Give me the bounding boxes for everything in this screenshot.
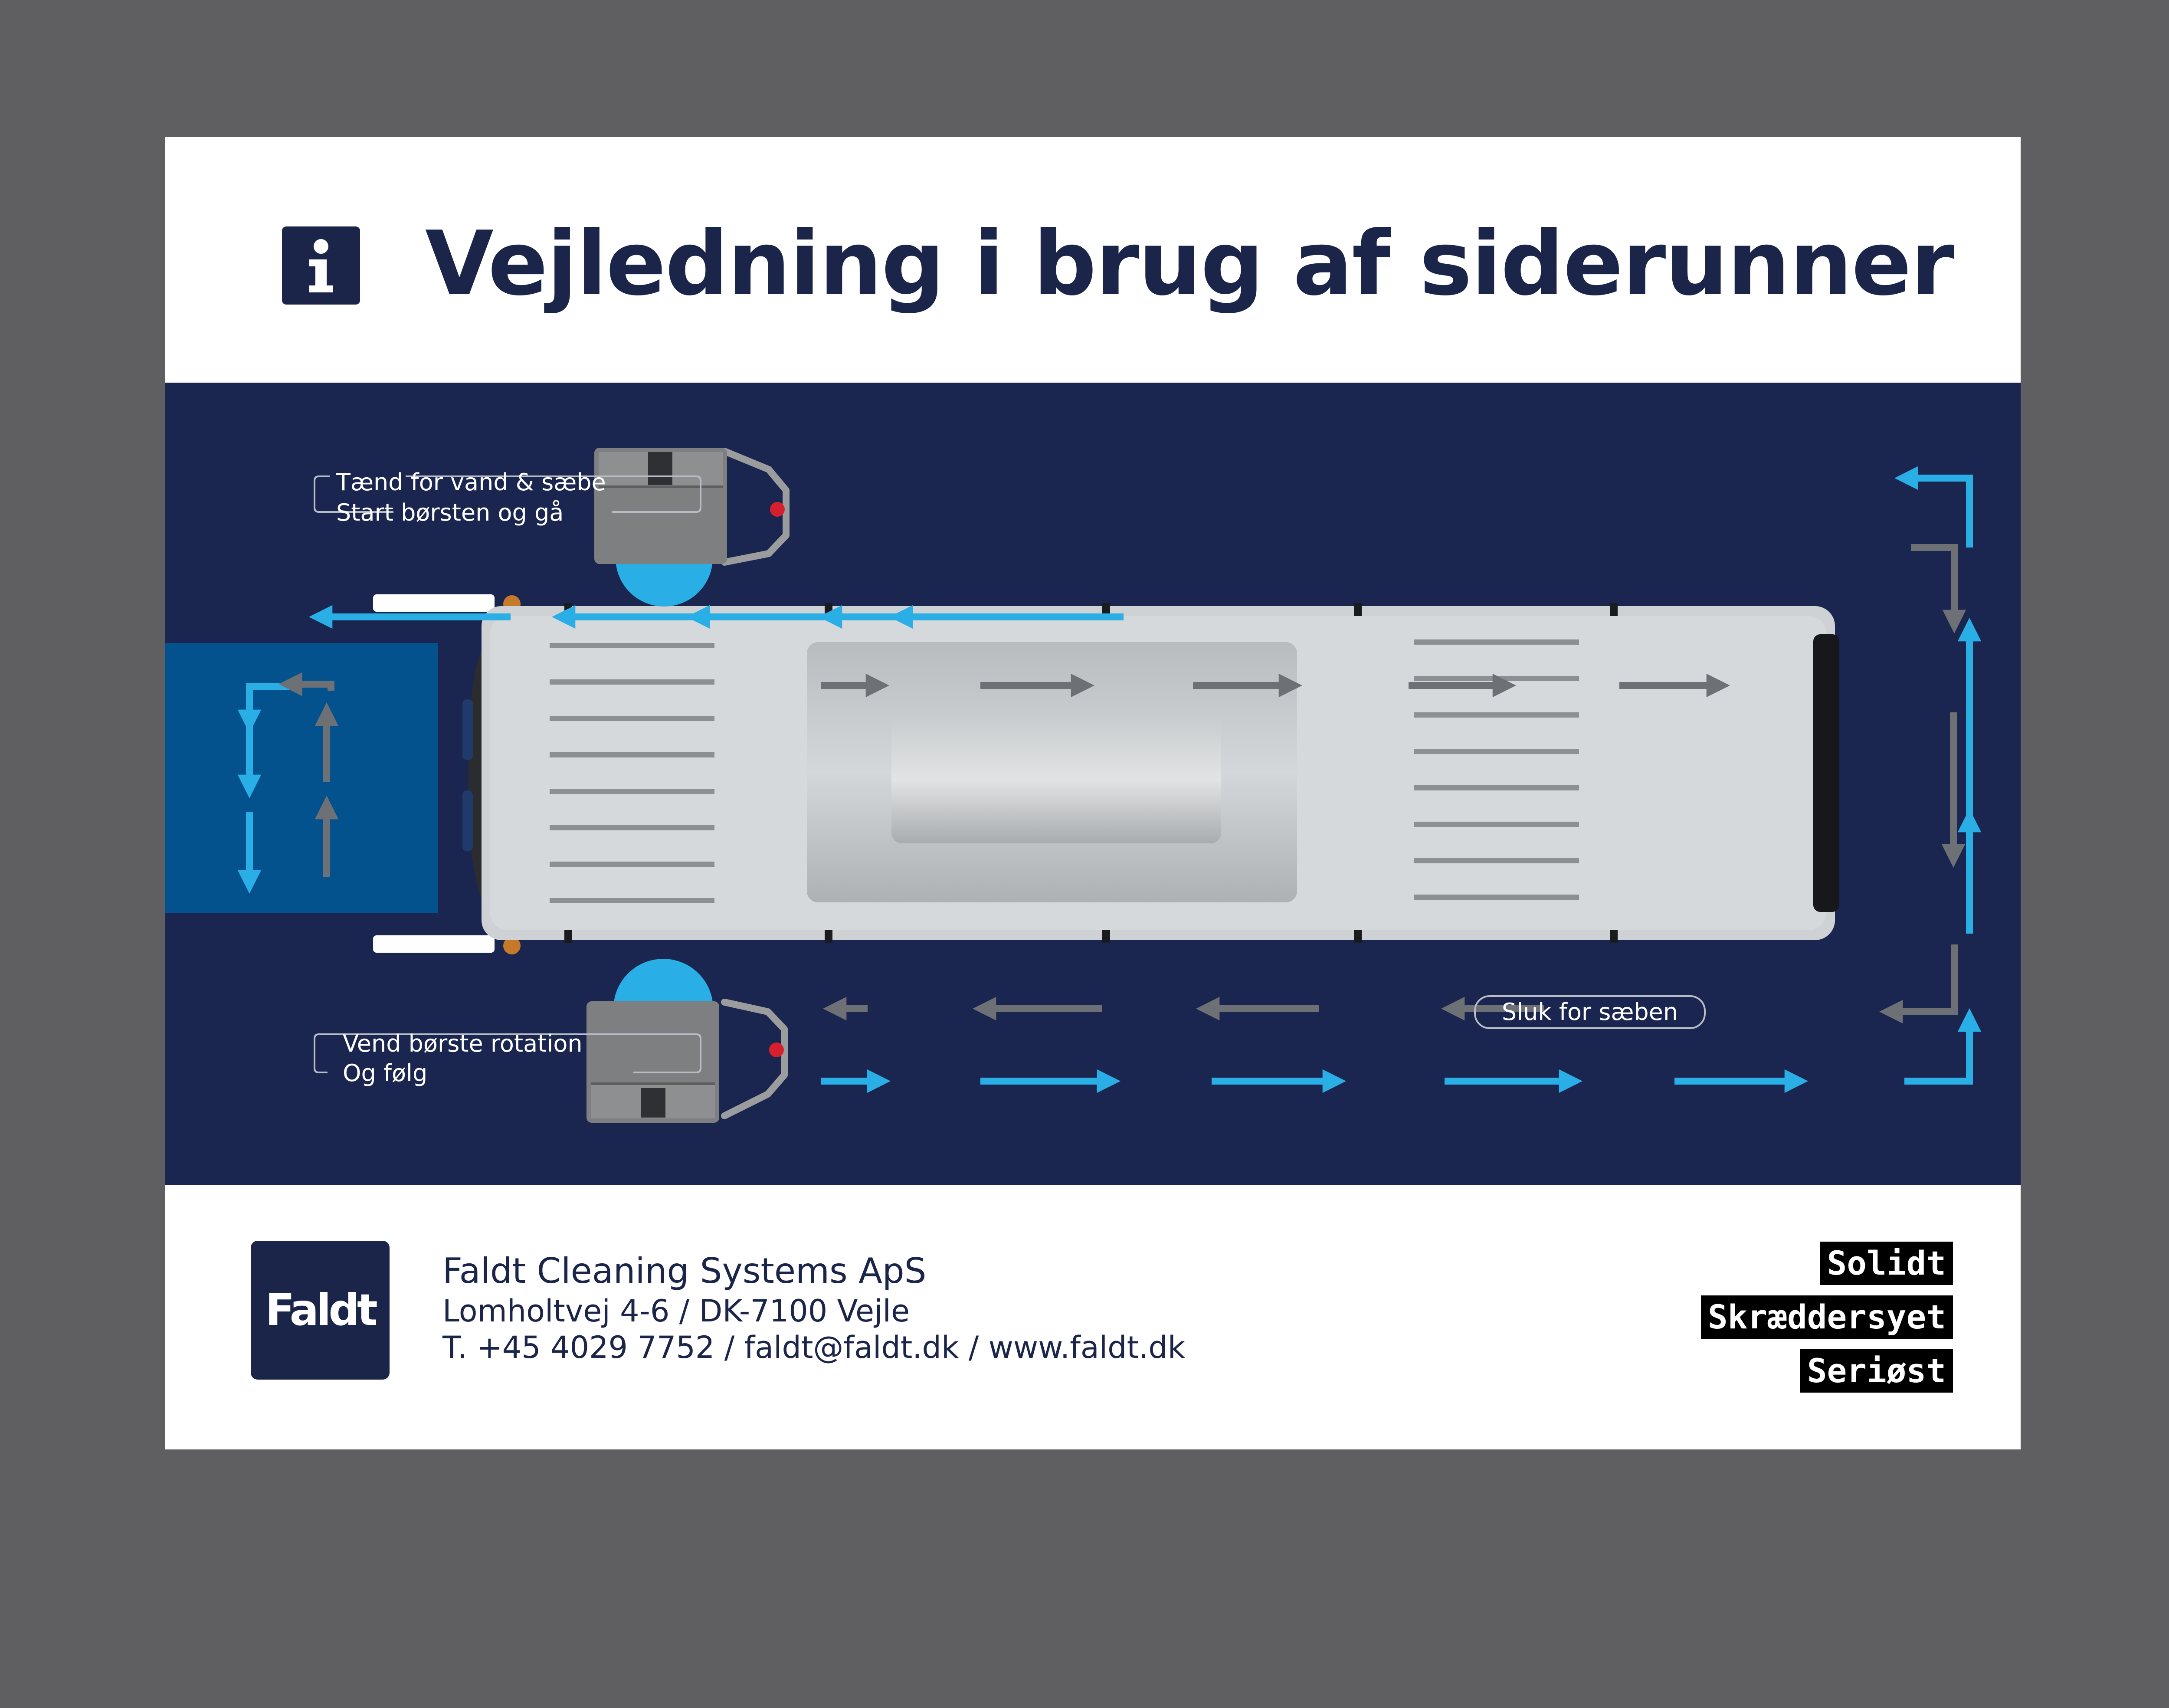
indicator-light-bottom bbox=[769, 1043, 784, 1057]
bus-mirror-top bbox=[373, 594, 495, 612]
bus-roof-vent bbox=[550, 752, 714, 757]
bus-roof-hatch bbox=[891, 715, 1221, 843]
siderunner-machine-bottom bbox=[586, 959, 788, 1123]
bus-roof-vent bbox=[1414, 712, 1579, 718]
rotating-brush-top bbox=[616, 558, 713, 606]
bus-side-marker bbox=[564, 930, 572, 943]
bus-roof-vent bbox=[1414, 639, 1579, 645]
callout-start-line2: Start børsten og gå bbox=[336, 499, 564, 526]
bus-side-marker bbox=[1610, 603, 1618, 616]
tagline-skraeddersyet: Skræddersyet bbox=[1700, 1295, 1953, 1339]
siderunner-handle-bottom bbox=[721, 999, 788, 1119]
callout-soap-off-label: Sluk for sæben bbox=[1502, 998, 1678, 1026]
wiper-bottom bbox=[462, 790, 473, 851]
faldt-logo: Faldt bbox=[251, 1241, 390, 1380]
company-info: Faldt Cleaning Systems ApS Lomholtvej 4-… bbox=[442, 1249, 1185, 1366]
callout-start: Tænd for vand & sæbe Start børsten og gå bbox=[314, 469, 701, 526]
bus-roof-vent bbox=[550, 825, 714, 830]
callout-reverse: Vend børste rotation Og følg bbox=[314, 1030, 701, 1087]
bus-vents-right bbox=[1414, 639, 1579, 900]
siderunner-cap-bottom bbox=[641, 1088, 665, 1118]
bus-roof-vent bbox=[550, 679, 714, 685]
callout-start-line1: Tænd for vand & sæbe bbox=[336, 469, 606, 496]
direction-arrows bbox=[237, 466, 1982, 1093]
direction-arrow bbox=[1894, 466, 1973, 547]
tagline-solidt: Solidt bbox=[1820, 1242, 1953, 1285]
bus-roof-vent bbox=[550, 898, 714, 903]
wiper-top bbox=[462, 699, 473, 760]
bus-roof-vent bbox=[550, 643, 714, 648]
callout-start-frame bbox=[314, 475, 701, 513]
company-name: Faldt Cleaning Systems ApS bbox=[442, 1251, 927, 1291]
usage-diagram: Tænd for vand & sæbe Start børsten og gå… bbox=[165, 383, 2021, 1185]
page-title: Vejledning i brug af siderunner bbox=[425, 213, 1954, 315]
bus-side-marker bbox=[1610, 930, 1618, 943]
callout-soap-off-frame bbox=[1474, 995, 1706, 1029]
callout-reverse-frame bbox=[314, 1033, 701, 1073]
bus-side-marker bbox=[1354, 603, 1362, 616]
bus-side-marker bbox=[1354, 930, 1362, 943]
direction-arrow bbox=[278, 672, 334, 696]
instruction-sign: Vejledning i brug af siderunner bbox=[165, 137, 2021, 1449]
faldt-logo-text: Faldt bbox=[265, 1285, 378, 1335]
rotating-brush-bottom bbox=[613, 959, 713, 1009]
tagline-serioest: Seriøst bbox=[1800, 1349, 1953, 1393]
callout-reverse-line2: Og følg bbox=[343, 1059, 427, 1087]
company-address: Lomholtvej 4-6 / DK-7100 Vejle bbox=[442, 1293, 910, 1329]
header: Vejledning i brug af siderunner bbox=[165, 137, 2021, 383]
bus-roof-vent bbox=[1414, 895, 1579, 900]
siderunner-cap-top bbox=[648, 452, 672, 485]
indicator-light-top bbox=[770, 502, 785, 517]
callout-reverse-line1: Vend børste rotation bbox=[343, 1030, 583, 1057]
bus-roof-vent bbox=[1414, 749, 1579, 754]
bus-roof-vent bbox=[1414, 822, 1579, 827]
bus-side-marker bbox=[1102, 603, 1110, 616]
bus-rear-bumper bbox=[1813, 634, 1839, 912]
diagram-canvas: Tænd for vand & sæbe Start børsten og gå… bbox=[165, 383, 2021, 1185]
direction-arrow bbox=[1879, 944, 1958, 1024]
mirror-light-bottom bbox=[503, 937, 521, 954]
footer: Faldt Faldt Cleaning Systems ApS Lomholt… bbox=[165, 1185, 2021, 1449]
bus-side-marker bbox=[825, 930, 832, 943]
bus-roof-vent bbox=[550, 716, 714, 721]
bus-mirror-bottom bbox=[373, 935, 495, 953]
bus-top-view bbox=[373, 594, 1839, 954]
bus-vents-left bbox=[550, 643, 714, 903]
direction-arrow bbox=[1911, 544, 1966, 634]
siderunner-handle-top bbox=[721, 448, 790, 566]
bus-roof-vent bbox=[550, 789, 714, 794]
company-contact: T. +45 4029 7752 / faldt@faldt.dk / www.… bbox=[442, 1330, 1186, 1365]
bus-roof-vent bbox=[1414, 785, 1579, 790]
info-glyph bbox=[309, 239, 333, 292]
info-icon bbox=[282, 226, 360, 305]
bus-roof-vent bbox=[550, 862, 714, 867]
bus-roof-vent bbox=[1414, 676, 1579, 681]
bus-side-marker bbox=[1102, 930, 1110, 943]
bus-roof-vent bbox=[1414, 858, 1579, 863]
direction-arrow bbox=[1904, 1008, 1982, 1085]
callout-soap-off: Sluk for sæben bbox=[1474, 995, 1706, 1029]
